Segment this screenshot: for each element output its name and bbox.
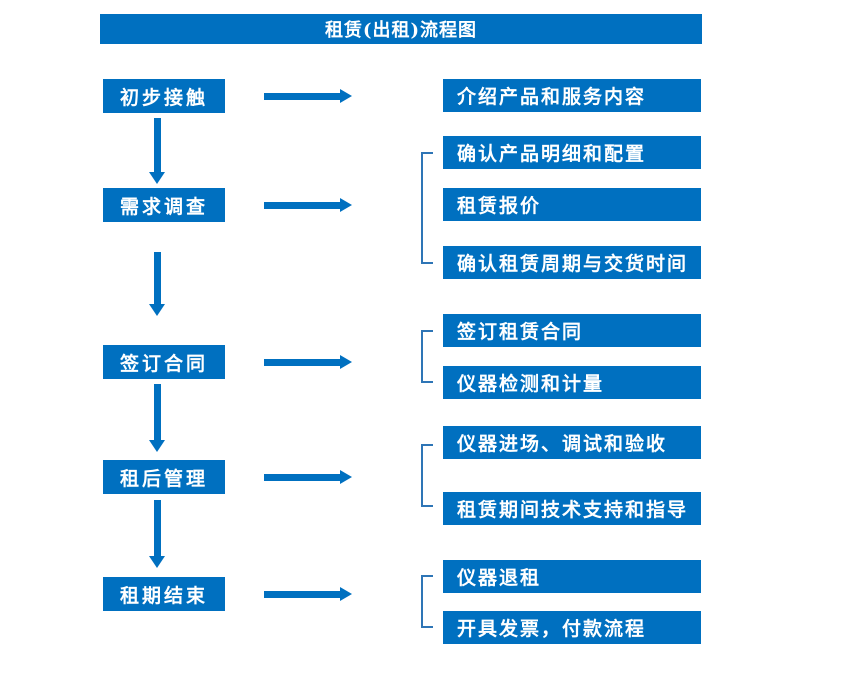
detail-box-instrument-testing: 仪器检测和计量 (443, 366, 701, 399)
detail-box-sign-rental-contract: 签订租赁合同 (443, 314, 701, 347)
arrow-down-icon (149, 500, 165, 568)
group-bracket (421, 575, 433, 628)
detail-box-invoice-payment: 开具发票，付款流程 (443, 611, 701, 644)
step-box-demand-survey: 需求调查 (103, 188, 225, 222)
detail-box-tech-support: 租赁期间技术支持和指导 (443, 492, 701, 525)
arrow-down-icon (149, 118, 165, 184)
detail-box-confirm-period-delivery: 确认租赁周期与交货时间 (443, 246, 701, 279)
step-box-initial-contact: 初步接触 (103, 79, 225, 113)
arrow-down-icon (149, 252, 165, 316)
arrow-right-icon (264, 89, 352, 103)
group-bracket (421, 330, 433, 383)
step-box-post-rental: 租后管理 (103, 460, 225, 494)
arrow-right-icon (264, 470, 352, 484)
detail-box-introduce-products: 介绍产品和服务内容 (443, 79, 701, 112)
arrow-down-icon (149, 384, 165, 452)
step-box-rental-end: 租期结束 (103, 577, 225, 611)
detail-box-instrument-setup: 仪器进场、调试和验收 (443, 426, 701, 459)
group-bracket (421, 444, 433, 507)
arrow-right-icon (264, 587, 352, 601)
detail-box-rental-quote: 租赁报价 (443, 188, 701, 221)
step-box-sign-contract: 签订合同 (103, 345, 225, 379)
detail-box-instrument-return: 仪器退租 (443, 560, 701, 593)
arrow-right-icon (264, 355, 352, 369)
detail-box-confirm-product-config: 确认产品明细和配置 (443, 136, 701, 169)
page-title: 租赁(出租)流程图 (100, 14, 702, 44)
arrow-right-icon (264, 198, 352, 212)
group-bracket (421, 152, 433, 264)
